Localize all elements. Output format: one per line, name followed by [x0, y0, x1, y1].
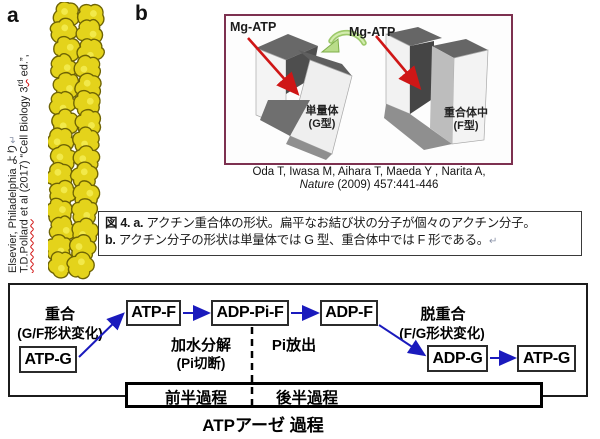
- actin-conformation-diagram: [247, 27, 489, 160]
- label-polymerization-sub: (G/F形状変化): [17, 326, 103, 341]
- node-adp-pi-f: ADP-Pi-F: [211, 300, 289, 326]
- label-atpase-process: ATPアーゼ 過程: [202, 416, 324, 435]
- mg-atp-arrow-left: [247, 37, 300, 96]
- panel-a-citation-line2: Elsevier, Philadelphia より↵: [7, 135, 19, 273]
- node-atp-g-right: ATP-G: [517, 345, 576, 372]
- node-adp-g: ADP-G: [427, 345, 488, 372]
- node-atp-f: ATP-F: [126, 300, 181, 326]
- caption-line2: b. アクチン分子の形状は単量体では G 型、重合体中では F 形である。↵: [105, 233, 498, 248]
- figure-caption-box: 図 4. a. アクチン重合体の形状。扁平なお結び状の分子が個々のアクチン分子。…: [98, 211, 582, 256]
- panel-b-citation: Oda T, Iwasa M, Aihara T, Maeda Y , Nari…: [252, 166, 486, 191]
- mg-atp-label-left: Mg-ATP: [230, 20, 277, 34]
- label-second-half: 後半過程: [275, 390, 339, 407]
- label-pi-release: Pi放出: [271, 337, 317, 354]
- mg-atp-label-right: Mg-ATP: [349, 25, 396, 39]
- panel-b-letter: b: [135, 2, 148, 25]
- return-mark-icon: ↵: [8, 135, 19, 144]
- monomer-label: 単量体 (G型): [305, 105, 339, 131]
- caption-line1: 図 4. a. アクチン重合体の形状。扁平なお結び状の分子が個々のアクチン分子。: [105, 216, 536, 230]
- polymer-label: 重合体中 (F型): [444, 107, 488, 133]
- label-depolymerization-sub: (F/G形状変化): [399, 326, 485, 341]
- label-depolymerization: 脱重合: [420, 306, 466, 323]
- g-form-blocks: [255, 34, 353, 160]
- node-adp-f: ADP-F: [320, 300, 378, 326]
- journal-name: Nature: [299, 178, 335, 191]
- mg-atp-arrow-right: [375, 35, 422, 90]
- label-hydrolysis: 加水分解: [170, 337, 232, 354]
- return-mark-icon: ↵: [489, 236, 498, 248]
- panel-a-letter: a: [7, 4, 19, 27]
- label-hydrolysis-sub: (Pi切断): [176, 356, 226, 371]
- label-first-half: 前半過程: [164, 390, 228, 407]
- conformation-change-arrow: [320, 29, 367, 53]
- citation-author: T.D.Pollard: [18, 219, 31, 273]
- node-atp-g-left: ATP-G: [19, 346, 77, 373]
- label-polymerization: 重合: [44, 306, 76, 323]
- phase-box: [125, 382, 543, 408]
- panel-b-figure-frame: Mg-ATP Mg-ATP 単量体 (G型) 重合体中 (F型): [224, 14, 513, 165]
